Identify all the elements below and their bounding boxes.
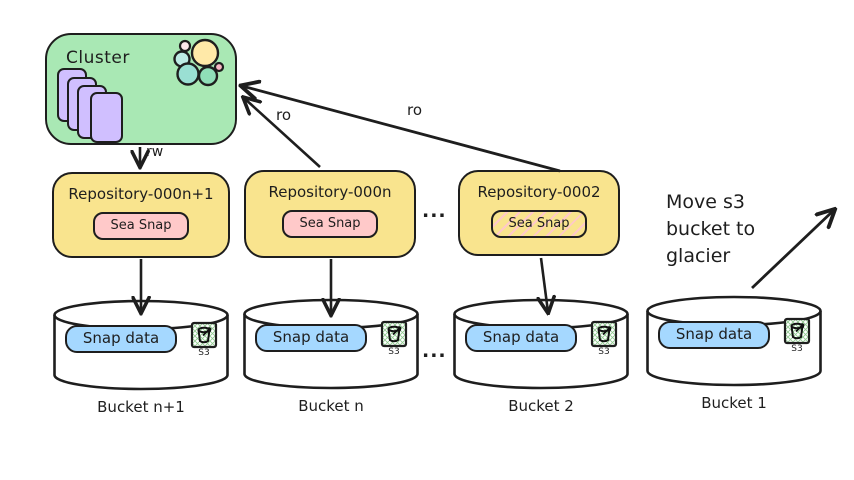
arrow-rw-label: rw [146, 144, 164, 160]
annotation-line: bucket to [666, 218, 756, 240]
annotation-line: Move s3 [666, 191, 745, 213]
arrow-ro-1-label: ro [276, 106, 292, 124]
bucket-label: Bucket 1 [701, 394, 767, 412]
s3-icon-caption: S3 [198, 348, 210, 358]
bucket-group-n-plus-1: Snap data S3 Bucket n+1 [52, 298, 230, 428]
sea-snap-badge: Sea Snap [282, 210, 378, 238]
arrow-ro-2-label: ro [407, 101, 423, 119]
s3-icon [190, 321, 218, 349]
s3-icon-caption: S3 [388, 347, 400, 357]
s3-icon-caption: S3 [791, 344, 803, 354]
snap-data-badge: Snap data [658, 321, 770, 349]
arrow-ro-2 [242, 86, 561, 173]
bucket-group-2: Snap data S3 Bucket 2 [452, 297, 630, 427]
bucket-label: Bucket n+1 [97, 398, 185, 416]
bucket-label: Bucket 2 [508, 397, 574, 415]
buckets-ellipsis: ... [422, 340, 447, 362]
annotation-move-to-glacier: Move s3 bucket to glacier [666, 189, 796, 270]
s3-icon-caption: S3 [598, 347, 610, 357]
bucket-label: Bucket n [298, 397, 364, 415]
snap-data-badge: Snap data [255, 324, 367, 352]
annotation-line: glacier [666, 245, 731, 267]
bucket-group-n: Snap data S3 Bucket n [242, 297, 420, 427]
sea-snap-badge: Sea Snap [93, 212, 189, 240]
repository-name: Repository-0002 [477, 183, 601, 201]
repository-name: Repository-000n+1 [68, 185, 214, 203]
s3-icon [590, 320, 618, 348]
repositories-ellipsis: ... [422, 200, 447, 222]
sea-snap-badge: Sea Snap [491, 210, 587, 238]
elasticsearch-logo-icon [173, 38, 225, 87]
bucket-group-1: Snap data S3 Bucket 1 [645, 294, 823, 424]
repository-box-000n: Repository-000n Sea Snap [244, 170, 416, 258]
snap-data-badge: Snap data [465, 324, 577, 352]
repository-box-0002: Repository-0002 Sea Snap [458, 170, 620, 256]
repository-name: Repository-000n [268, 183, 392, 201]
cluster-label: Cluster [66, 48, 130, 68]
s3-icon [783, 317, 811, 345]
cluster-node-card [90, 92, 123, 143]
repository-box-000n-plus-1: Repository-000n+1 Sea Snap [52, 172, 230, 258]
snap-data-badge: Snap data [65, 325, 177, 353]
s3-icon [380, 320, 408, 348]
